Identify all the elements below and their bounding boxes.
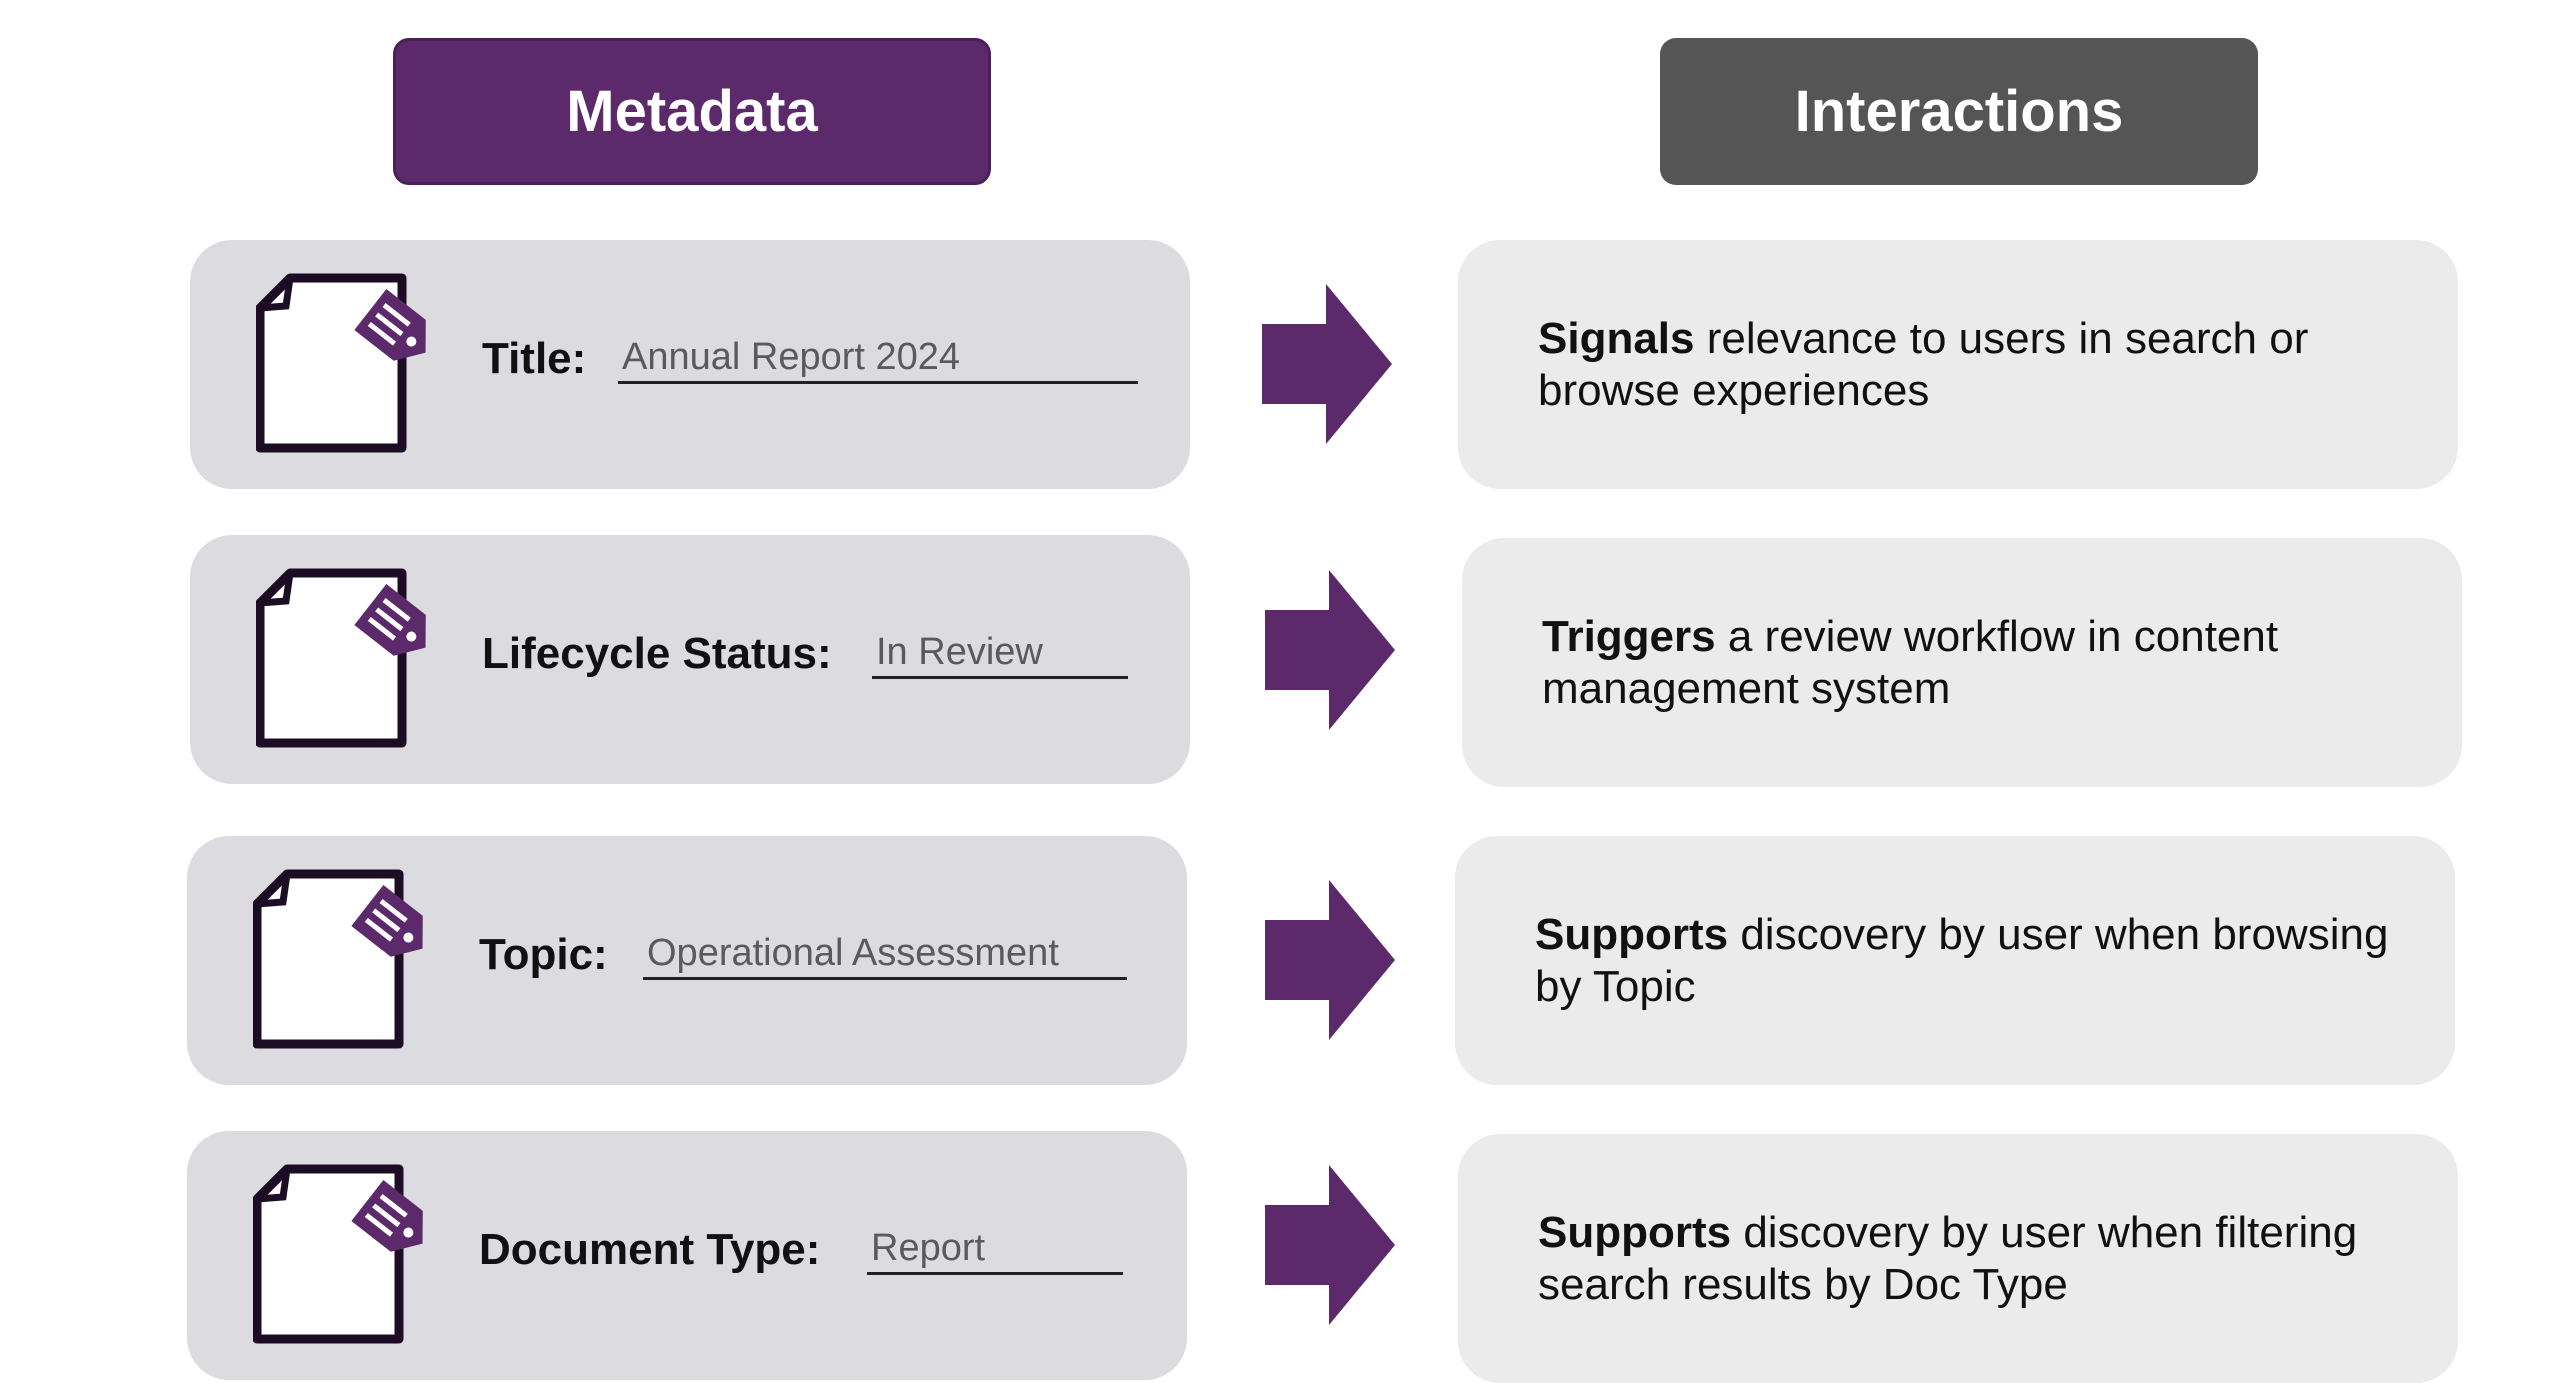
field-value: In Review — [872, 631, 1128, 679]
document-with-tag-icon — [253, 869, 423, 1049]
field-label: Lifecycle Status: — [482, 629, 832, 678]
field-label: Title: — [482, 334, 587, 383]
document-with-tag-icon — [253, 1164, 423, 1344]
field-value: Report — [867, 1227, 1123, 1275]
metadata-card-topic: Topic: Operational Assessment — [187, 836, 1187, 1085]
right-arrow-icon — [1262, 284, 1392, 444]
field-value: Annual Report 2024 — [618, 336, 1138, 384]
right-arrow-icon — [1265, 1165, 1395, 1325]
interaction-keyword: Supports — [1535, 909, 1729, 959]
metadata-card-lifecycle-status: Lifecycle Status: In Review — [190, 535, 1190, 784]
interaction-card-document-type: Supports discovery by user when filterin… — [1458, 1134, 2458, 1383]
interaction-description: a review workflow in content management … — [1542, 611, 2279, 713]
interaction-keyword: Triggers — [1542, 611, 1716, 661]
interaction-card-title: Signals relevance to users in search or … — [1458, 240, 2458, 489]
right-arrow-icon — [1265, 570, 1395, 730]
interaction-text: Signals relevance to users in search or … — [1538, 313, 2398, 417]
interaction-keyword: Supports — [1538, 1207, 1732, 1257]
field-label: Topic: — [479, 930, 608, 979]
interaction-keyword: Signals — [1538, 313, 1695, 363]
document-with-tag-icon — [256, 568, 426, 748]
interaction-text: Supports discovery by user when browsing… — [1535, 909, 2395, 1013]
document-with-tag-icon — [256, 273, 426, 453]
right-arrow-icon — [1265, 880, 1395, 1040]
metadata-header: Metadata — [393, 38, 991, 185]
interaction-description: relevance to users in search or browse e… — [1538, 313, 2309, 415]
interactions-header-label: Interactions — [1794, 79, 2124, 144]
interaction-text: Triggers a review workflow in content ma… — [1542, 611, 2402, 715]
metadata-header-label: Metadata — [566, 79, 818, 144]
metadata-card-document-type: Document Type: Report — [187, 1131, 1187, 1380]
field-label: Document Type: — [479, 1225, 821, 1274]
field-value: Operational Assessment — [643, 932, 1127, 980]
metadata-card-title: Title: Annual Report 2024 — [190, 240, 1190, 489]
interactions-header: Interactions — [1660, 38, 2258, 185]
interaction-card-lifecycle-status: Triggers a review workflow in content ma… — [1462, 538, 2462, 787]
interaction-card-topic: Supports discovery by user when browsing… — [1455, 836, 2455, 1085]
interaction-description: discovery by user when browsing by Topic — [1535, 909, 2389, 1011]
interaction-text: Supports discovery by user when filterin… — [1538, 1207, 2398, 1311]
interaction-description: discovery by user when filtering search … — [1538, 1207, 2358, 1309]
